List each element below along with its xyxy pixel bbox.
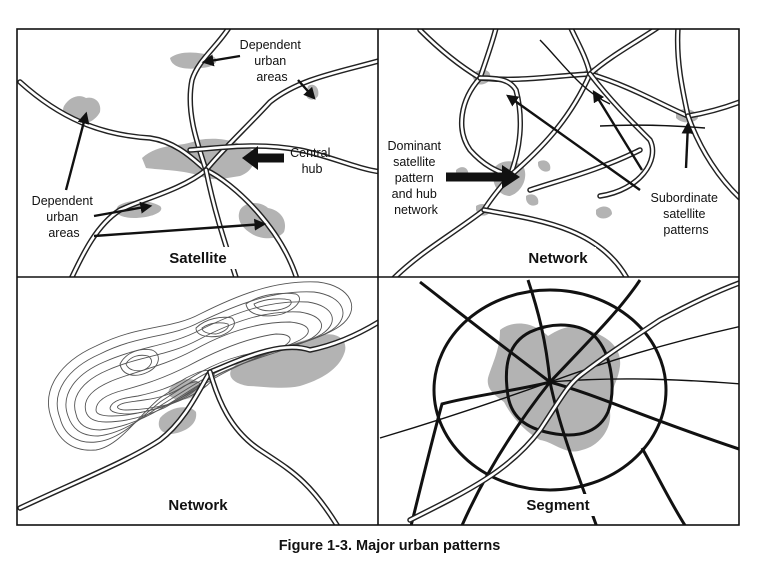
urban-area [526, 194, 539, 206]
panel-title-segment: Segment [526, 497, 589, 514]
arrow [201, 54, 241, 67]
urban-area [538, 160, 551, 172]
label-subordinate-satellite-patterns: Subordinate satellite patterns [651, 191, 722, 237]
central-hub-arrowhead [242, 146, 258, 170]
arrow [93, 201, 153, 218]
satellite-roads [17, 29, 378, 277]
label-dependent-urban-areas-top: Dependent urban areas [240, 38, 305, 84]
panel-segment: Segment [379, 279, 739, 525]
network-bottom-map: Network [17, 281, 378, 525]
dominant-arrowhead [502, 165, 520, 189]
label-dependent-urban-areas-left: Dependent urban areas [32, 194, 97, 240]
urban-area [596, 206, 612, 219]
label-central-hub: Central hub [290, 146, 334, 176]
arrow [681, 121, 694, 169]
panel-title-satellite: Satellite [169, 250, 227, 267]
segment-double-road [407, 280, 739, 523]
arrow [297, 79, 316, 100]
network-top-roads [391, 29, 739, 277]
figure-frame [16, 28, 740, 526]
panel-network-bottom: Network [17, 281, 378, 525]
thin-road [599, 124, 706, 129]
thin-road [539, 39, 611, 105]
title-backdrop [160, 247, 240, 269]
urban-area [230, 334, 346, 388]
panel-title-network-bottom: Network [168, 497, 228, 514]
panel-network-top: Dominant satellite pattern and hub netwo… [388, 29, 739, 277]
arrow [592, 89, 644, 171]
title-backdrop [158, 494, 238, 516]
arrow [64, 111, 90, 191]
segment-map: Segment [379, 279, 739, 525]
title-backdrop [516, 494, 596, 516]
satellite-map: Dependent urban areas Central hub Depend… [17, 29, 378, 277]
arrow [506, 94, 641, 191]
arrow [93, 218, 267, 238]
panel-satellite: Dependent urban areas Central hub Depend… [17, 29, 378, 277]
title-backdrop [520, 247, 596, 269]
network-bottom-roads [17, 319, 378, 525]
network-top-map: Dominant satellite pattern and hub netwo… [388, 29, 739, 277]
figure-caption: Figure 1-3. Major urban patterns [278, 538, 501, 554]
outer-ring-road [432, 288, 668, 492]
panel-title-network-top: Network [528, 250, 588, 267]
label-dominant-satellite-pattern: Dominant satellite pattern and hub netwo… [388, 139, 445, 217]
